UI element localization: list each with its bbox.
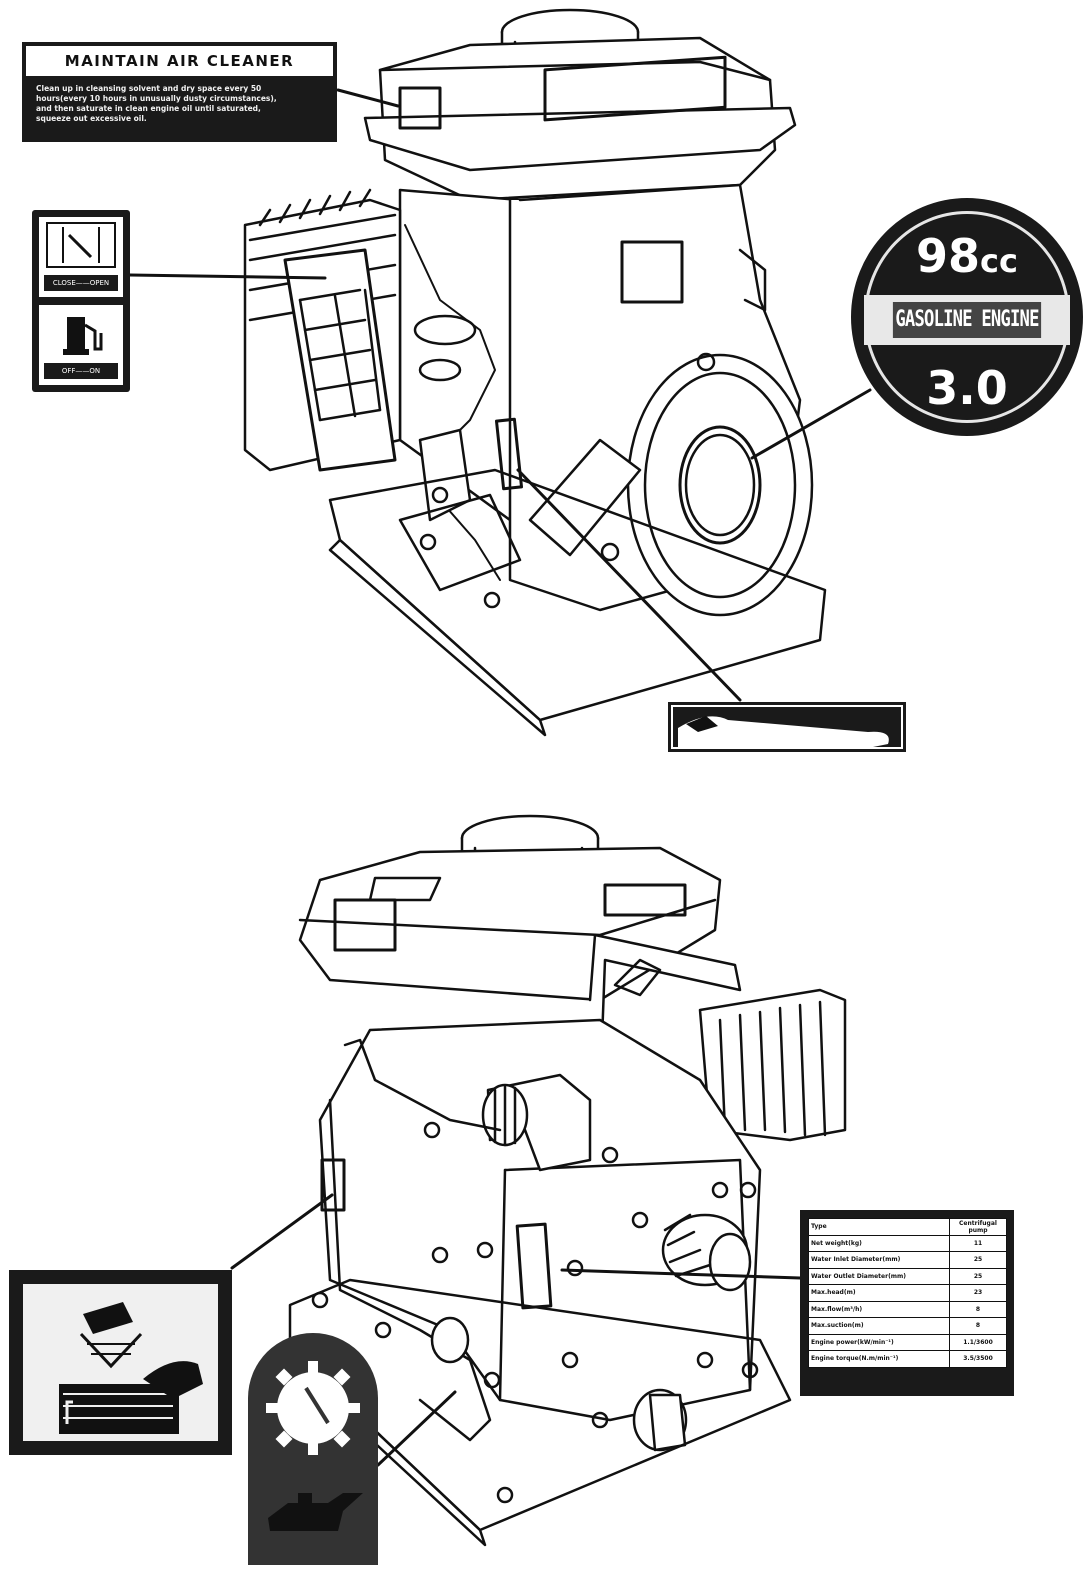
priming-warning-label xyxy=(9,1270,232,1455)
warning-panel xyxy=(23,1284,218,1441)
spec-row: Engine power(kW/min⁻¹)1.1/3600 xyxy=(808,1333,1007,1351)
choke-panel: CLOSE——OPEN xyxy=(39,217,123,297)
spec-row: Water Outlet Diameter(mm)25 xyxy=(808,1267,1007,1285)
choke-lever-icon xyxy=(46,222,116,268)
maintain-air-cleaner-label: MAINTAIN AIR CLEANER Clean up in cleansi… xyxy=(22,42,337,142)
pour-water-prime-icon xyxy=(59,1302,203,1434)
oil-can-hand-icon xyxy=(671,705,903,749)
choke-fuel-label: CLOSE——OPEN OFF——ON xyxy=(32,210,130,392)
fuel-pump-icon xyxy=(63,317,103,355)
oil-can-icon xyxy=(268,1493,363,1531)
air-cleaner-label-title: MAINTAIN AIR CLEANER xyxy=(26,46,333,76)
fuel-panel: OFF——ON xyxy=(39,305,123,385)
spec-row: Max.flow(m³/h)8 xyxy=(808,1300,1007,1318)
badge-type-band: GASOLINE ENGINE xyxy=(864,295,1070,345)
leader-lines xyxy=(128,88,872,1467)
oil-tab-label xyxy=(668,702,906,752)
spec-row: Type Centrifugal pump xyxy=(808,1218,1007,1236)
oil-dipstick-label xyxy=(248,1333,378,1565)
spec-table: Type Centrifugal pump Net weight(kg)11 W… xyxy=(808,1218,1007,1368)
bottom-engine-drawing xyxy=(283,814,847,1547)
badge-displacement: 98cc xyxy=(916,229,1018,283)
spec-row: Engine torque(N.m/min⁻¹)3.5/3500 xyxy=(808,1350,1007,1368)
choke-caption: CLOSE——OPEN xyxy=(44,275,118,291)
pump-spec-table: Type Centrifugal pump Net weight(kg)11 W… xyxy=(800,1210,1014,1396)
gear-sun-icon xyxy=(266,1361,360,1455)
fuel-caption: OFF——ON xyxy=(44,363,118,379)
spec-row: Max.head(m)23 xyxy=(808,1284,1007,1302)
spec-row: Net weight(kg)11 xyxy=(808,1234,1007,1252)
spec-row: Max.suction(m)8 xyxy=(808,1317,1007,1335)
air-cleaner-label-body: Clean up in cleansing solvent and dry sp… xyxy=(36,84,277,123)
top-engine-drawing xyxy=(243,8,827,737)
badge-power: 3.0 xyxy=(926,361,1008,415)
spec-row: Water Inlet Diameter(mm)25 xyxy=(808,1251,1007,1269)
engine-badge: 98cc GASOLINE ENGINE 3.0 xyxy=(851,198,1083,436)
badge-type: GASOLINE ENGINE xyxy=(892,302,1042,338)
